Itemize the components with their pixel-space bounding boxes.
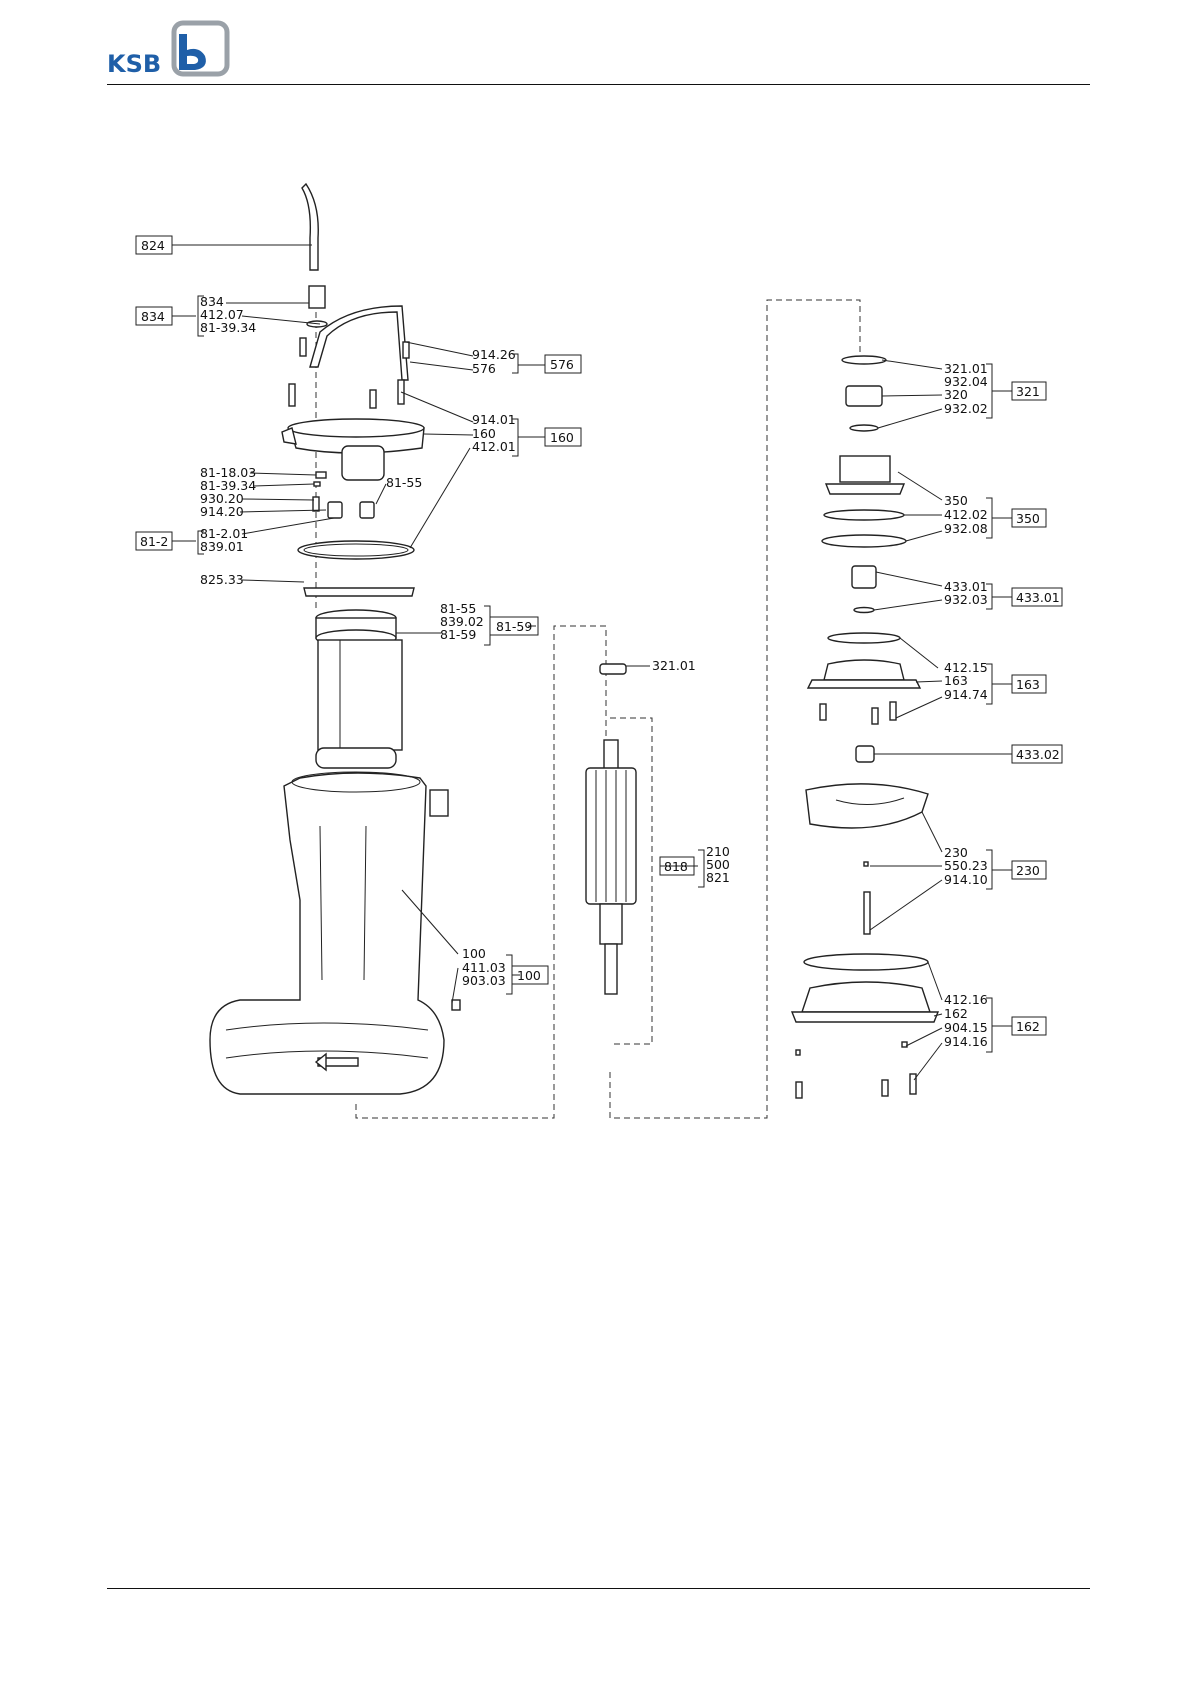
part-label: 81-39.34 <box>200 478 256 493</box>
part-label: 320 <box>944 387 968 402</box>
part-label: 163 <box>944 673 968 688</box>
part-label: 932.03 <box>944 592 988 607</box>
svg-text:321: 321 <box>1016 384 1040 399</box>
svg-text:824: 824 <box>141 238 165 253</box>
part-label: 914.16 <box>944 1034 988 1049</box>
part-label: 932.04 <box>944 374 988 389</box>
svg-text:100: 100 <box>517 968 541 983</box>
svg-text:433.01: 433.01 <box>1016 590 1060 605</box>
label-box-576: 576 <box>544 354 582 374</box>
part-label: 903.03 <box>462 973 506 988</box>
svg-text:818: 818 <box>664 859 688 874</box>
label-box-818: 818 <box>659 856 695 876</box>
svg-text:834: 834 <box>141 309 165 324</box>
part-label: 500 <box>706 857 730 872</box>
svg-text:433.02: 433.02 <box>1016 747 1060 762</box>
part-label: 160 <box>472 426 496 441</box>
label-box-162: 162 <box>1011 1016 1047 1036</box>
part-label: 81-2.01 <box>200 526 248 541</box>
ksb-logo: KSB <box>107 20 230 78</box>
label-box-433-01: 433.01 <box>1011 587 1063 607</box>
part-label: 350 <box>944 493 968 508</box>
part-label: 412.15 <box>944 660 988 675</box>
label-box-163: 163 <box>1011 674 1047 694</box>
part-label: 576 <box>472 361 496 376</box>
part-label: 932.02 <box>944 401 988 416</box>
header-rule <box>107 84 1090 85</box>
svg-text:576: 576 <box>550 357 574 372</box>
part-label: 839.01 <box>200 539 244 554</box>
footer-rule <box>107 1588 1090 1589</box>
part-label: 821 <box>706 870 730 885</box>
label-box-834: 834 <box>135 306 173 326</box>
svg-text:81-2: 81-2 <box>140 534 168 549</box>
svg-text:350: 350 <box>1016 511 1040 526</box>
part-label: 81-39.34 <box>200 320 256 335</box>
label-box-100: 100 <box>511 965 549 985</box>
part-label: 412.16 <box>944 992 988 1007</box>
part-label: 914.74 <box>944 687 988 702</box>
part-label: 81-18.03 <box>200 465 256 480</box>
part-label: 210 <box>706 844 730 859</box>
label-box-824: 824 <box>135 235 173 255</box>
label-box-160: 160 <box>544 427 582 447</box>
part-label: 914.01 <box>472 412 516 427</box>
part-label: 321.01 <box>652 658 696 673</box>
part-label: 914.10 <box>944 872 988 887</box>
label-box-433-02: 433.02 <box>1011 744 1063 764</box>
part-label: 230 <box>944 845 968 860</box>
svg-text:160: 160 <box>550 430 574 445</box>
part-label: 412.02 <box>944 507 988 522</box>
part-label: 834 <box>200 294 224 309</box>
part-label: 162 <box>944 1006 968 1021</box>
part-label: 930.20 <box>200 491 244 506</box>
svg-text:163: 163 <box>1016 677 1040 692</box>
part-label: 412.07 <box>200 307 244 322</box>
svg-text:81-59: 81-59 <box>496 619 532 634</box>
part-label: 81-59 <box>440 627 476 642</box>
label-box-321: 321 <box>1011 381 1047 401</box>
part-label: 321.01 <box>944 361 988 376</box>
part-label: 81-55 <box>386 475 422 490</box>
svg-text:162: 162 <box>1016 1019 1040 1034</box>
label-box-230: 230 <box>1011 860 1047 880</box>
part-label: 100 <box>462 946 486 961</box>
part-label: 839.02 <box>440 614 484 629</box>
part-label: 825.33 <box>200 572 244 587</box>
part-label: 914.26 <box>472 347 516 362</box>
svg-text:230: 230 <box>1016 863 1040 878</box>
part-label: 904.15 <box>944 1020 988 1035</box>
label-box-350: 350 <box>1011 508 1047 528</box>
label-box-81-2: 81-2 <box>135 531 173 551</box>
part-label: 550.23 <box>944 858 988 873</box>
part-label: 81-55 <box>440 601 476 616</box>
logo-text: KSB <box>107 50 161 78</box>
label-box-81-59: 81-59 <box>489 616 539 636</box>
part-label: 433.01 <box>944 579 988 594</box>
part-label: 932.08 <box>944 521 988 536</box>
part-label: 411.03 <box>462 960 506 975</box>
part-label: 914.20 <box>200 504 244 519</box>
part-label: 412.01 <box>472 439 516 454</box>
